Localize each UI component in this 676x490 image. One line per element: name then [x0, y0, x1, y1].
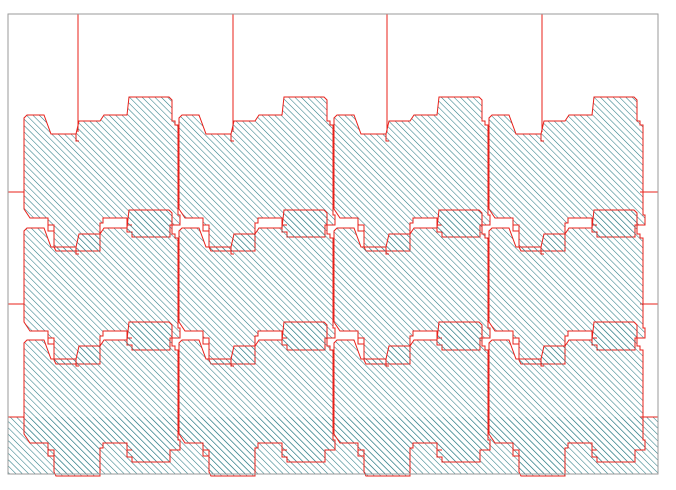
piece-crease [385, 247, 389, 255]
piece-outline [333, 321, 491, 477]
cut-guide-lines [8, 14, 658, 305]
piece-crease [202, 338, 209, 345]
piece-fill [24, 322, 180, 476]
piece-crease [357, 450, 364, 457]
piece-crease [357, 225, 364, 232]
piece-crease [47, 450, 54, 457]
piece-crease [47, 338, 54, 345]
piece-outline [488, 321, 646, 477]
piece-crease [512, 338, 519, 345]
pieces [23, 96, 646, 477]
piece-9 [23, 321, 181, 477]
piece-crease [75, 247, 79, 255]
piece-crease [540, 134, 544, 142]
piece-crease [385, 359, 389, 367]
piece-11 [333, 321, 491, 477]
piece-crease [202, 225, 209, 232]
piece-fill [179, 322, 335, 476]
piece-crease [230, 134, 234, 142]
piece-crease [385, 134, 389, 142]
piece-fill [334, 322, 490, 476]
piece-crease [512, 225, 519, 232]
piece-crease [357, 338, 364, 345]
piece-crease [540, 247, 544, 255]
sheet-border [7, 13, 659, 475]
piece-10 [178, 321, 336, 477]
piece-crease [230, 247, 234, 255]
piece-crease [512, 450, 519, 457]
piece-outline [178, 321, 336, 477]
piece-crease [202, 450, 209, 457]
piece-crease [47, 225, 54, 232]
piece-crease [540, 359, 544, 367]
piece-crease [75, 134, 79, 142]
piece-fill [489, 322, 645, 476]
piece-crease [75, 359, 79, 367]
piece-outline [23, 321, 181, 477]
piece-12 [488, 321, 646, 477]
piece-crease [230, 359, 234, 367]
